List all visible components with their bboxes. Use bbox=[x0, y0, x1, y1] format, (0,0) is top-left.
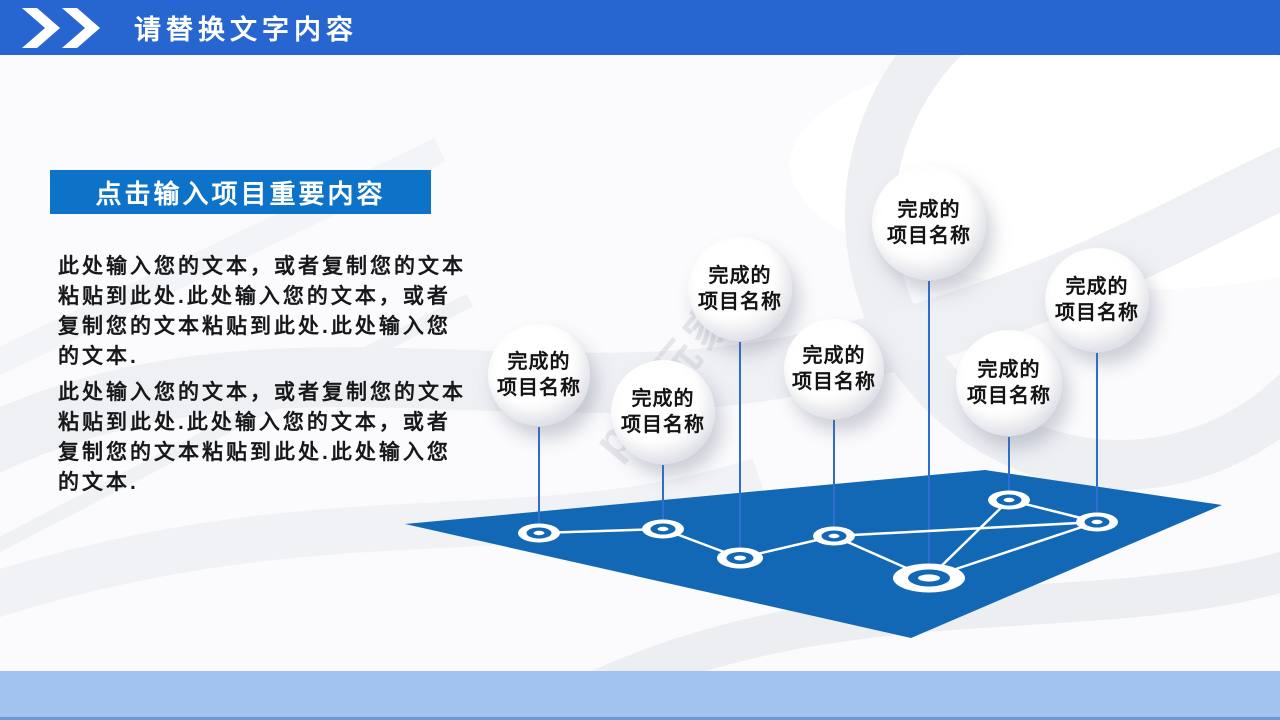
footer-edge-line bbox=[0, 717, 1280, 720]
text-line: 此处输入您的文本，或者复制您的文本 bbox=[58, 255, 466, 278]
footer-bar bbox=[0, 671, 1280, 717]
network-node bbox=[1076, 512, 1118, 532]
project-bubble: 完成的 项目名称 bbox=[956, 330, 1062, 436]
body-text-block: 此处输入您的文本，或者复制您的文本 粘贴到此处.此处输入您的文本，或者 复制您的… bbox=[58, 252, 466, 498]
text-line: 复制您的文本粘贴到此处.此处输入您 bbox=[58, 315, 451, 338]
double-chevron-right-icon bbox=[22, 7, 100, 48]
bubble-label: 项目名称 bbox=[887, 225, 971, 247]
section-title: 点击输入项目重要内容 bbox=[95, 178, 386, 209]
header-title: 请替换文字内容 bbox=[134, 15, 358, 45]
bubble-label: 完成的 bbox=[631, 388, 695, 410]
bubble-label: 项目名称 bbox=[792, 371, 876, 393]
bubble-label: 完成的 bbox=[507, 351, 571, 373]
bubble-label: 完成的 bbox=[802, 345, 866, 367]
text-line: 粘贴到此处.此处输入您的文本，或者 bbox=[58, 285, 451, 308]
bubble-stems bbox=[538, 281, 1098, 578]
text-line: 复制您的文本粘贴到此处.此处输入您 bbox=[58, 441, 451, 464]
bubble-label: 完成的 bbox=[708, 265, 772, 287]
network-node bbox=[642, 519, 684, 539]
bubble-label: 项目名称 bbox=[698, 291, 782, 313]
text-line: 的文本. bbox=[58, 471, 139, 494]
network-node-large bbox=[893, 563, 965, 593]
project-bubble: 完成的 项目名称 bbox=[488, 324, 590, 426]
paragraph-1: 此处输入您的文本，或者复制您的文本 粘贴到此处.此处输入您的文本，或者 复制您的… bbox=[58, 252, 466, 372]
bubble-label: 项目名称 bbox=[1055, 302, 1139, 324]
project-bubble: 完成的 项目名称 bbox=[872, 166, 986, 280]
bubble-label: 完成的 bbox=[977, 359, 1041, 381]
bubble-label: 项目名称 bbox=[621, 414, 705, 436]
text-line: 的文本. bbox=[58, 345, 139, 368]
bubble-label: 项目名称 bbox=[497, 377, 581, 399]
text-line: 此处输入您的文本，或者复制您的文本 bbox=[58, 381, 466, 404]
network-node bbox=[717, 547, 763, 569]
network-node bbox=[813, 526, 855, 546]
network-node bbox=[988, 490, 1030, 510]
project-bubble: 完成的 项目名称 bbox=[611, 360, 715, 464]
network-node bbox=[518, 523, 560, 543]
project-bubble: 完成的 项目名称 bbox=[688, 237, 792, 341]
bubble-label: 完成的 bbox=[1065, 276, 1129, 298]
header-bar: 请替换文字内容 bbox=[0, 0, 1280, 55]
platform-plane bbox=[405, 470, 1222, 638]
bubble-label: 项目名称 bbox=[967, 385, 1051, 407]
paragraph-2: 此处输入您的文本，或者复制您的文本 粘贴到此处.此处输入您的文本，或者 复制您的… bbox=[58, 378, 466, 498]
project-bubble: 完成的 项目名称 bbox=[784, 319, 884, 419]
section-title-box: 点击输入项目重要内容 bbox=[50, 170, 431, 214]
project-bubble: 完成的 项目名称 bbox=[1045, 248, 1149, 352]
bubble-label: 完成的 bbox=[897, 199, 961, 221]
text-line: 粘贴到此处.此处输入您的文本，或者 bbox=[58, 411, 451, 434]
